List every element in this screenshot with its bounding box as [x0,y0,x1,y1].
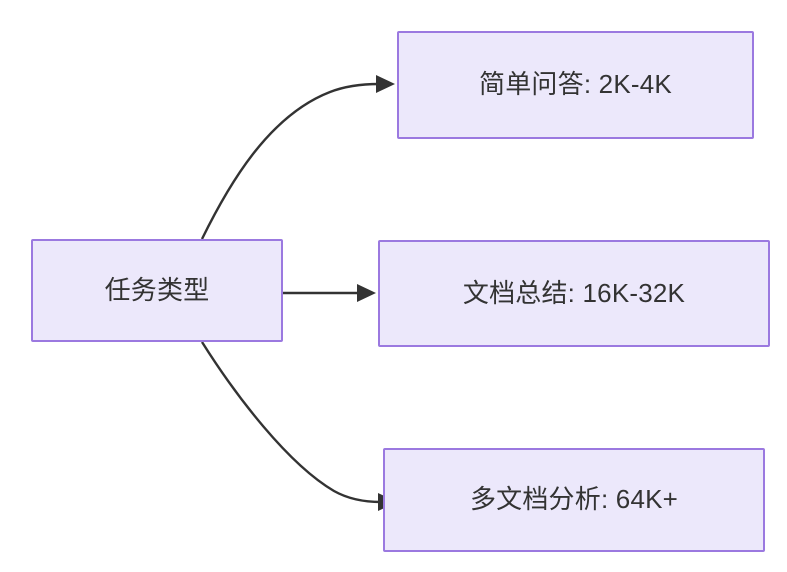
edge-path-0 [200,82,380,240]
node-task-type[interactable]: 任务类型 [31,239,283,342]
node-simple-qa-label: 简单问答: 2K-4K [479,69,672,100]
node-multi-document-analysis[interactable]: 多文档分析: 64K+ [383,448,765,552]
edge-path-2 [200,341,382,504]
edge-source-to-target-1 [283,284,376,302]
node-document-summary-label: 文档总结: 16K-32K [462,277,686,308]
node-task-type-label: 任务类型 [104,274,210,305]
node-document-summary[interactable]: 文档总结: 16K-32K [378,240,770,347]
edge-source-to-target-2 [200,341,397,511]
node-simple-qa[interactable]: 简单问答: 2K-4K [397,31,754,139]
arrowhead-icon-1 [357,284,376,302]
arrowhead-icon-0 [376,75,395,93]
node-multi-document-analysis-label: 多文档分析: 64K+ [469,484,679,515]
edge-source-to-target-0 [200,75,395,240]
